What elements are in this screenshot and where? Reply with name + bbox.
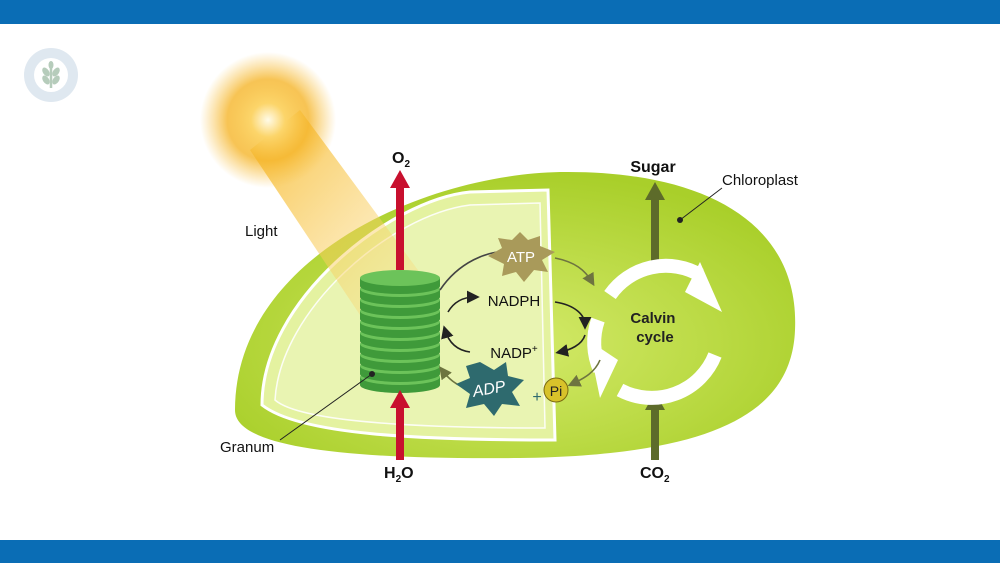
light-label: Light bbox=[245, 223, 278, 240]
o2-label: O2 bbox=[392, 150, 410, 170]
plus-sign: + bbox=[532, 389, 541, 406]
co2-label: CO2 bbox=[640, 465, 670, 485]
atp-burst bbox=[488, 232, 555, 282]
nadp-label: NADP+ bbox=[490, 344, 538, 362]
nadph-label: NADPH bbox=[488, 293, 541, 310]
chloroplast-label: Chloroplast bbox=[722, 172, 799, 189]
wheat-icon bbox=[24, 48, 78, 102]
pi-molecule bbox=[543, 377, 569, 403]
top-banner bbox=[0, 0, 1000, 24]
sugar-arrow bbox=[645, 182, 665, 263]
sugar-label: Sugar bbox=[630, 159, 675, 176]
o2-arrow bbox=[390, 170, 410, 270]
h2o-arrow bbox=[390, 390, 410, 460]
atp-label: ATP bbox=[507, 249, 535, 266]
adp-label: ADP bbox=[471, 378, 508, 401]
granum-label: Granum bbox=[220, 439, 274, 456]
adp-burst bbox=[456, 362, 524, 416]
calvin-label: Calvin cycle bbox=[630, 310, 679, 346]
h2o-label: H2O bbox=[384, 465, 414, 485]
granum-stack bbox=[360, 270, 440, 393]
sun-icon bbox=[200, 52, 336, 188]
pi-label: Pi bbox=[550, 383, 562, 399]
bottom-banner bbox=[0, 540, 1000, 563]
